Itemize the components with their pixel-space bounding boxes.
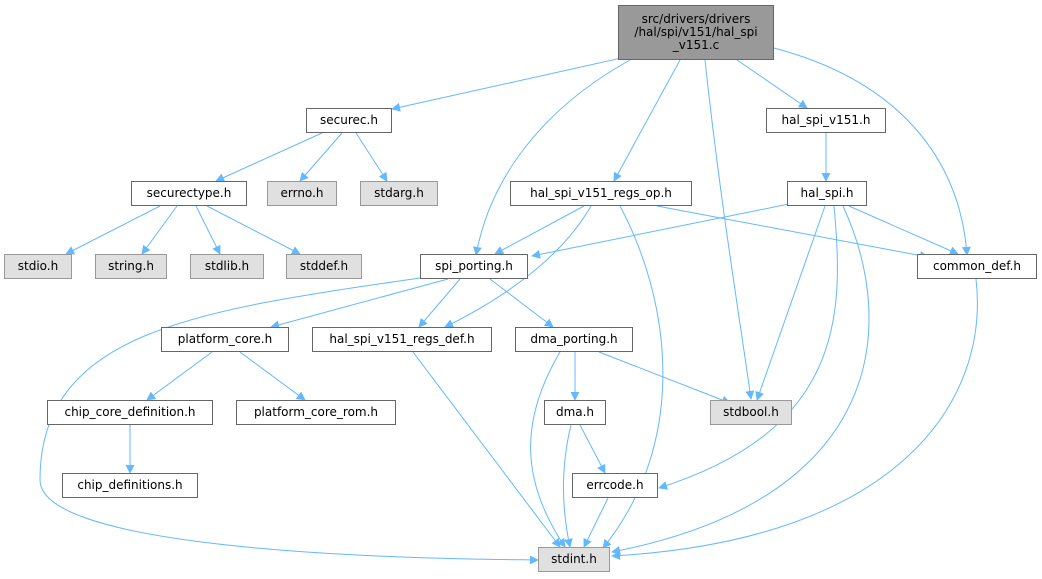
- node-stdarg-h[interactable]: stdarg.h: [360, 181, 438, 206]
- node-dma-porting-h[interactable]: dma_porting.h: [515, 327, 633, 352]
- edge-root-hal_spi_v151_h: [736, 59, 808, 109]
- node-stdio-h[interactable]: stdio.h: [4, 254, 72, 279]
- node-securectype-h[interactable]: securectype.h: [131, 181, 247, 206]
- node-stdlib-h[interactable]: stdlib.h: [190, 254, 264, 279]
- edge-root-stdbool: [704, 59, 755, 400]
- edge-root-regs_op: [613, 59, 681, 182]
- edge-securec-stdarg: [355, 132, 388, 182]
- node-platform-core-rom-h[interactable]: platform_core_rom.h: [236, 400, 396, 425]
- edge-dma-stdint: [562, 424, 573, 548]
- node-chip-core-definition-h[interactable]: chip_core_definition.h: [47, 400, 213, 425]
- edge-securectype-stdio: [65, 205, 161, 255]
- node-platform-core-h[interactable]: platform_core.h: [161, 327, 289, 352]
- node-chip-definitions-h[interactable]: chip_definitions.h: [62, 473, 198, 498]
- edge-hal_spi-stdbool: [755, 205, 826, 401]
- edge-spi_porting-stdint: [39, 277, 539, 565]
- edge-platform_core-chip_core_def: [146, 351, 213, 401]
- edge-securectype-string: [141, 205, 178, 255]
- node-stdbool-h[interactable]: stdbool.h: [710, 400, 792, 425]
- node-common-def-h[interactable]: common_def.h: [917, 254, 1037, 279]
- node-hal-spi-v151-regs-def-h[interactable]: hal_spi_v151_regs_def.h: [312, 327, 492, 352]
- edge-hal_spi-spi_porting: [531, 203, 790, 259]
- edge-hal_spi-stdint: [611, 205, 870, 555]
- edge-common_def-stdint: [611, 278, 978, 561]
- node-dma-h[interactable]: dma.h: [544, 400, 606, 425]
- edge-regs_op-spi_porting: [494, 205, 585, 255]
- edge-spi_porting-platform_core: [270, 278, 449, 330]
- node-errno-h[interactable]: errno.h: [267, 181, 337, 206]
- edge-spi_porting-regs_def: [418, 278, 461, 328]
- edge-spi_porting-dma_porting: [489, 278, 554, 328]
- edge-dma-errcode: [579, 424, 606, 474]
- edge-securec-securectype: [215, 132, 323, 182]
- edge-hal_spi-common_def: [848, 205, 959, 255]
- edge-regs_def-stdint: [412, 351, 561, 548]
- edge-dma_porting-stdbool: [598, 351, 731, 405]
- node-hal-spi-v151-regs-op-h[interactable]: hal_spi_v151_regs_op.h: [510, 181, 692, 206]
- node-root-file[interactable]: src/drivers/drivers /hal/spi/v151/hal_sp…: [618, 5, 774, 60]
- edge-regs_op-stdint: [602, 205, 664, 549]
- edge-platform_core-platform_core_rom: [239, 351, 306, 401]
- edge-root-spi_porting: [473, 59, 631, 256]
- edge-root-securec: [391, 52, 645, 112]
- node-securec-h[interactable]: securec.h: [306, 108, 392, 133]
- edge-root-common_def: [769, 46, 971, 256]
- edge-securectype-stdlib: [195, 205, 221, 255]
- edge-dma_porting-stdint: [530, 351, 566, 548]
- node-stddef-h[interactable]: stddef.h: [286, 254, 362, 279]
- node-spi-porting-h[interactable]: spi_porting.h: [420, 254, 528, 279]
- edge-securec-errno: [299, 132, 343, 182]
- node-string-h[interactable]: string.h: [95, 254, 167, 279]
- edge-errcode-stdint: [583, 497, 609, 548]
- node-hal-spi-h[interactable]: hal_spi.h: [787, 181, 867, 206]
- node-hal-spi-v151-h[interactable]: hal_spi_v151.h: [766, 108, 886, 133]
- edge-regs_op-common_def: [656, 205, 929, 260]
- edge-hal_spi-errcode: [658, 205, 838, 490]
- edge-securectype-stddef: [206, 205, 301, 255]
- node-errcode-h[interactable]: errcode.h: [572, 473, 658, 498]
- node-stdint-h[interactable]: stdint.h: [538, 547, 610, 572]
